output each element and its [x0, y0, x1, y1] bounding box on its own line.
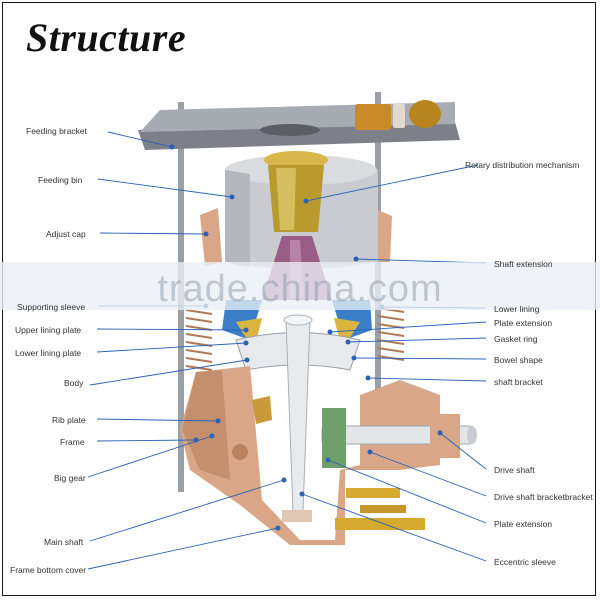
- big-gear-hub: [232, 444, 248, 460]
- distributor-collar: [264, 151, 328, 169]
- watermark-band: [0, 262, 600, 310]
- motor-block: [355, 104, 391, 130]
- label-bowel-shape: Bowel shape: [494, 355, 543, 365]
- label-feeding-bracket: Feeding bracket: [26, 126, 87, 136]
- frame-body: [180, 366, 440, 545]
- label-supporting-sleeve: Supporting sleeve: [17, 302, 86, 312]
- label-adjust-cap: Adjust cap: [46, 229, 86, 239]
- watermark-text: trade.china.com: [157, 268, 443, 310]
- label-upper-lining-plate: Upper lining plate: [15, 325, 82, 335]
- shaft-top: [283, 314, 313, 326]
- adjust-cap: [200, 208, 222, 266]
- distributor-body: [268, 165, 324, 232]
- label-drive-shaft: Drive shaft: [494, 465, 535, 475]
- bracket-hole: [260, 124, 320, 136]
- drive-shaft-bracket: [430, 414, 460, 458]
- spring-right: [377, 307, 405, 361]
- label-lower-lining: Lower lining: [494, 304, 540, 314]
- label-rotary-distribution: Rotary distribution mechanism: [465, 160, 580, 170]
- plate-extension-bar-2: [335, 518, 425, 530]
- label-feeding-bin: Feeding bin: [38, 175, 83, 185]
- main-shaft: [285, 319, 311, 513]
- plate-extension-bar-3: [360, 505, 406, 513]
- label-drive-shaft-bracket: Drive shaft bracketbracket: [494, 492, 593, 502]
- distributor-highlight: [276, 168, 296, 230]
- label-rib-plate: Rib plate: [52, 415, 86, 425]
- spring-left: [185, 309, 213, 371]
- motor-end: [409, 100, 441, 128]
- coupling: [393, 104, 405, 128]
- drive-shaft-housing: [322, 408, 346, 468]
- diagram-title: Structure: [26, 15, 187, 60]
- label-lower-lining-plate: Lower lining plate: [15, 348, 82, 358]
- label-eccentric-sleeve: Eccentric sleeve: [494, 557, 556, 567]
- label-frame: Frame: [60, 437, 85, 447]
- drive-shaft-end: [467, 426, 477, 444]
- label-frame-bottom-cover: Frame bottom cover: [10, 565, 87, 575]
- label-main-shaft: Main shaft: [44, 537, 84, 547]
- label-shaft-extension: Shaft extension: [494, 259, 553, 269]
- plate-extension-bar-1: [346, 488, 400, 498]
- label-gasket-ring: Gasket ring: [494, 334, 538, 344]
- label-big-gear: Big gear: [54, 473, 86, 483]
- frame-shade: [182, 370, 230, 480]
- rib-plate: [252, 396, 272, 424]
- label-body: Body: [64, 378, 84, 388]
- label-plate-extension-lower: Plate extension: [494, 519, 553, 529]
- shaft-base: [282, 510, 312, 522]
- label-shaft-bracket: shaft bracket: [494, 377, 543, 387]
- adjust-cap-right: [378, 210, 392, 262]
- label-plate-extension-upper: Plate extension: [494, 318, 553, 328]
- feeding-bin-shade: [225, 170, 250, 267]
